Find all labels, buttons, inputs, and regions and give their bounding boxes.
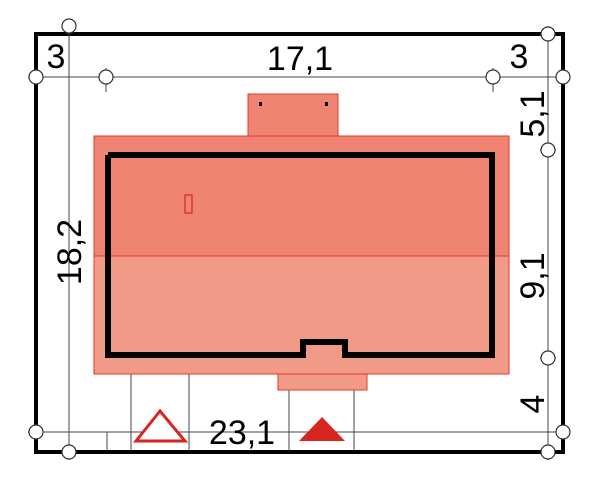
dimension-lines — [28, 26, 568, 460]
dimension-markers — [28, 18, 571, 460]
roof-marker-right — [325, 102, 328, 106]
dim-right-top: 5,1 — [514, 90, 552, 137]
house-walls — [105, 152, 495, 358]
entrance-canopy — [277, 373, 368, 391]
dim-top-right-margin: 3 — [510, 38, 529, 76]
dim-right-middle: 9,1 — [514, 252, 552, 299]
roof-projection — [247, 93, 339, 137]
dim-left-depth: 18,2 — [51, 219, 89, 285]
chimney-icon — [184, 194, 193, 214]
dim-top-width: 17,1 — [267, 40, 333, 78]
main-entrance-triangle-icon — [299, 417, 345, 441]
dim-top-left-margin: 3 — [47, 38, 66, 76]
plot-boundary — [34, 32, 565, 454]
garage-entrance-triangle-icon — [132, 408, 189, 443]
roof-marker-left — [259, 102, 262, 106]
dim-bottom-width: 23,1 — [209, 414, 275, 452]
dim-right-bottom: 4 — [514, 395, 552, 414]
